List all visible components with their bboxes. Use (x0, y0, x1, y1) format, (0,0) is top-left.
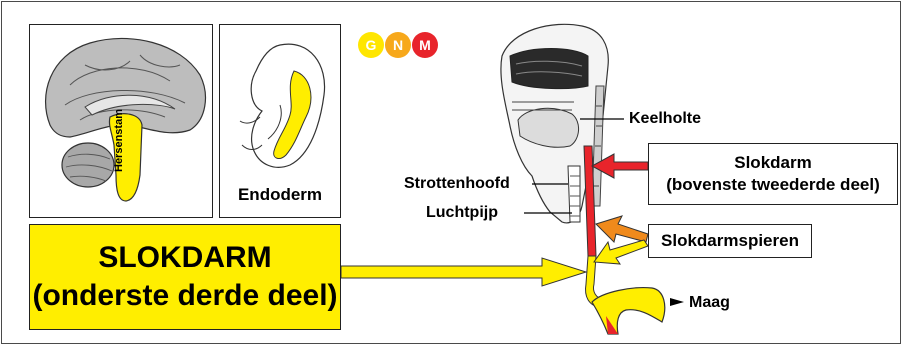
slokdarm-upper-box: Slokdarm (bovenste tweederde deel) (648, 143, 898, 205)
orange-arrow (596, 216, 648, 242)
main-yellow-arrow (341, 258, 586, 286)
slokdarmspieren-label: Slokdarmspieren (661, 230, 799, 252)
slokdarm-lower-title: SLOKDARM (98, 239, 271, 277)
red-arrow (592, 154, 648, 178)
strottenhoofd-label: Strottenhoofd (404, 175, 510, 193)
slokdarm-lower-subtitle: (onderste derde deel) (32, 277, 337, 315)
slokdarm-upper-subtitle: (bovenste tweederde deel) (666, 174, 880, 196)
slokdarmspieren-box: Slokdarmspieren (648, 224, 812, 258)
maag-label: Maag (689, 294, 730, 312)
maag-pointer (670, 298, 684, 306)
slokdarm-upper-title: Slokdarm (734, 152, 811, 174)
keelholte-label: Keelholte (629, 110, 701, 128)
small-yellow-arrow (594, 240, 648, 264)
luchtpijp-label: Luchtpijp (426, 204, 498, 222)
slokdarm-lower-box: SLOKDARM (onderste derde deel) (29, 224, 341, 330)
